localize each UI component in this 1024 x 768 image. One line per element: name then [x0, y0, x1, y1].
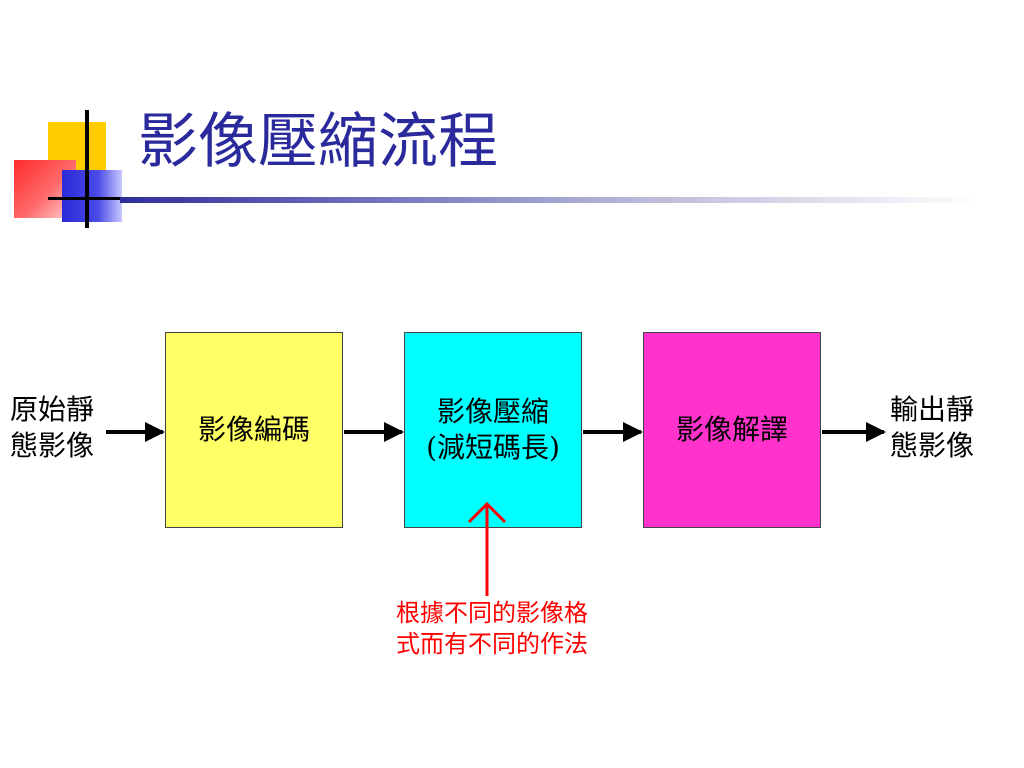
output-label-line1: 輸出靜	[890, 393, 975, 426]
slide-title: 影像壓縮流程	[138, 107, 498, 177]
input-label-line1: 原始靜	[10, 393, 95, 426]
box-compression-label: 影像壓縮	[436, 394, 549, 428]
title-underline	[120, 197, 980, 203]
note-line2: 式而有不同的作法	[396, 630, 588, 659]
input-label-line2: 態影像	[10, 429, 95, 463]
deco-horizontal-line	[48, 197, 128, 200]
deco-vertical-line	[85, 110, 89, 228]
box-decoding-label: 影像解譯	[675, 412, 788, 446]
input-image-label: 原始靜 態影像	[10, 392, 120, 465]
note-line1: 根據不同的影像格	[396, 599, 588, 627]
box-encoding-label: 影像編碼	[197, 412, 310, 446]
output-image-label: 輸出靜 態影像	[890, 392, 1000, 465]
box-image-encoding: 影像編碼	[165, 332, 343, 528]
deco-blue-square	[62, 170, 122, 222]
format-note: 根據不同的影像格 式而有不同的作法	[372, 598, 612, 660]
box-image-compression: 影像壓縮 (減短碼長)	[404, 332, 582, 528]
box-compression-sublabel: (減短碼長)	[426, 431, 560, 464]
output-label-line2: 態影像	[890, 429, 975, 463]
box-image-decoding: 影像解譯	[643, 332, 821, 528]
